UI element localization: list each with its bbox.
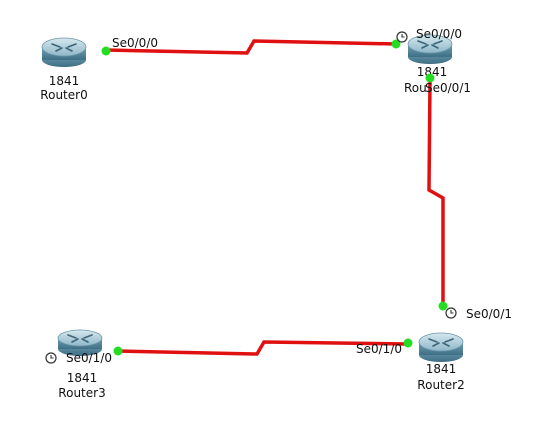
port-label-router3-se010: Se0/1/0 <box>66 351 112 365</box>
router1-name-label: Rou <box>404 81 427 95</box>
router0-model-label: 1841 <box>49 74 80 88</box>
router2-name-label: Router2 <box>417 378 464 392</box>
port-status-dot <box>113 346 123 356</box>
router-icon[interactable] <box>57 329 103 356</box>
router0-name-label: Router0 <box>40 88 87 102</box>
router-icon[interactable] <box>407 34 453 64</box>
link-router0-router1[interactable] <box>105 39 397 55</box>
clock-icon <box>396 31 408 43</box>
port-label-router0-se000: Se0/0/0 <box>112 36 158 50</box>
router1-model-label: 1841 <box>417 65 448 79</box>
router-icon[interactable] <box>41 37 87 67</box>
port-label-router1-se000: Se0/0/0 <box>416 27 462 41</box>
link-router3-router2[interactable] <box>117 340 409 356</box>
router2-model-label: 1841 <box>426 362 457 376</box>
port-label-router2-se010: Se0/1/0 <box>356 342 402 356</box>
clock-icon <box>45 352 57 364</box>
clock-icon <box>445 307 457 319</box>
port-status-dot <box>438 301 448 311</box>
router3-name-label: Router3 <box>58 386 105 400</box>
port-label-router1-se001: Se0/0/1 <box>425 81 471 95</box>
port-status-dot <box>391 39 401 49</box>
port-label-router2-se001: Se0/0/1 <box>466 307 512 321</box>
router3-model-label: 1841 <box>67 371 98 385</box>
link-router1-router2[interactable] <box>427 79 445 306</box>
router-icon[interactable] <box>418 332 464 362</box>
port-status-dot <box>425 73 435 83</box>
port-status-dot <box>101 46 111 56</box>
port-status-dot <box>403 338 413 348</box>
